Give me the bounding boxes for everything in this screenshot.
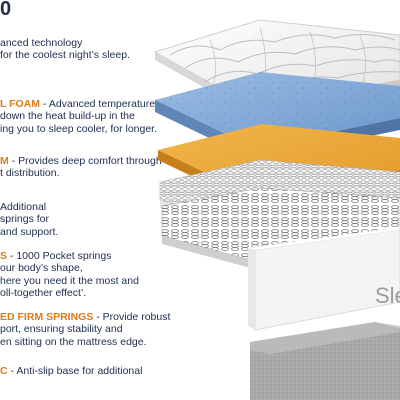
gel-foam-line-3: ing you to sleep cooler, for longer. <box>0 122 158 135</box>
comfort-foam-title: M <box>0 155 9 167</box>
pocket-springs-title: S <box>0 250 8 262</box>
base-description: C - Anti-slip base for additional <box>0 365 142 377</box>
comfort-foam-line-1: - Provides deep comfort through <box>8 155 162 167</box>
edge-springs-title: ED FIRM SPRINGS <box>0 311 94 323</box>
mattress-layers-illustration: Sle <box>150 0 400 400</box>
pocket-springs-line-2: our body’s shape, <box>0 262 83 275</box>
cool-cover-line-2: for the coolest night’s sleep. <box>0 49 130 62</box>
additional-springs-line-3: and support. <box>0 225 59 238</box>
pocket-springs-description: S - 1000 Pocket springs our body’s shape… <box>0 250 139 300</box>
anti-slip-base-layer <box>250 322 400 400</box>
pocket-springs-line-1: - 1000 Pocket springs <box>7 250 112 262</box>
encasement-layer <box>248 228 400 331</box>
cool-cover-line-1: anced technology <box>0 37 83 49</box>
gel-foam-description: L FOAM - Advanced temperature down the h… <box>0 98 157 135</box>
cool-cover-description: anced technology for the coolest night’s… <box>0 37 130 62</box>
edge-springs-description: ED FIRM SPRINGS - Provide robust port, e… <box>0 311 170 348</box>
gel-foam-title: L FOAM <box>0 98 41 110</box>
edge-springs-line-2: port, ensuring stability and <box>0 323 123 336</box>
brand-wordmark: Sle <box>375 283 400 308</box>
edge-springs-line-1: - Provide robust <box>93 311 171 323</box>
pocket-springs-line-4: oll-together effect’. <box>0 287 87 300</box>
comfort-foam-description: M - Provides deep comfort through t dist… <box>0 155 162 180</box>
edge-springs-line-3: en sitting on the mattress edge. <box>0 335 147 348</box>
base-title: C <box>0 365 8 377</box>
pocket-springs-line-3: here you need it the most and <box>0 274 139 287</box>
additional-springs-line-2: springs for <box>0 213 50 226</box>
base-line-1: - Anti-slip base for additional <box>7 365 143 377</box>
gel-foam-line-2: down the heat build-up in the <box>0 110 135 123</box>
comfort-foam-line-2: t distribution. <box>0 167 60 180</box>
gel-foam-line-1: - Advanced temperature <box>40 98 156 110</box>
feature-text-column: 0 anced technology for the coolest night… <box>0 0 170 400</box>
product-heading: 0 <box>0 0 12 20</box>
additional-springs-description: Additional springs for and support. <box>0 201 58 238</box>
additional-springs-line-1: Additional <box>0 201 47 213</box>
